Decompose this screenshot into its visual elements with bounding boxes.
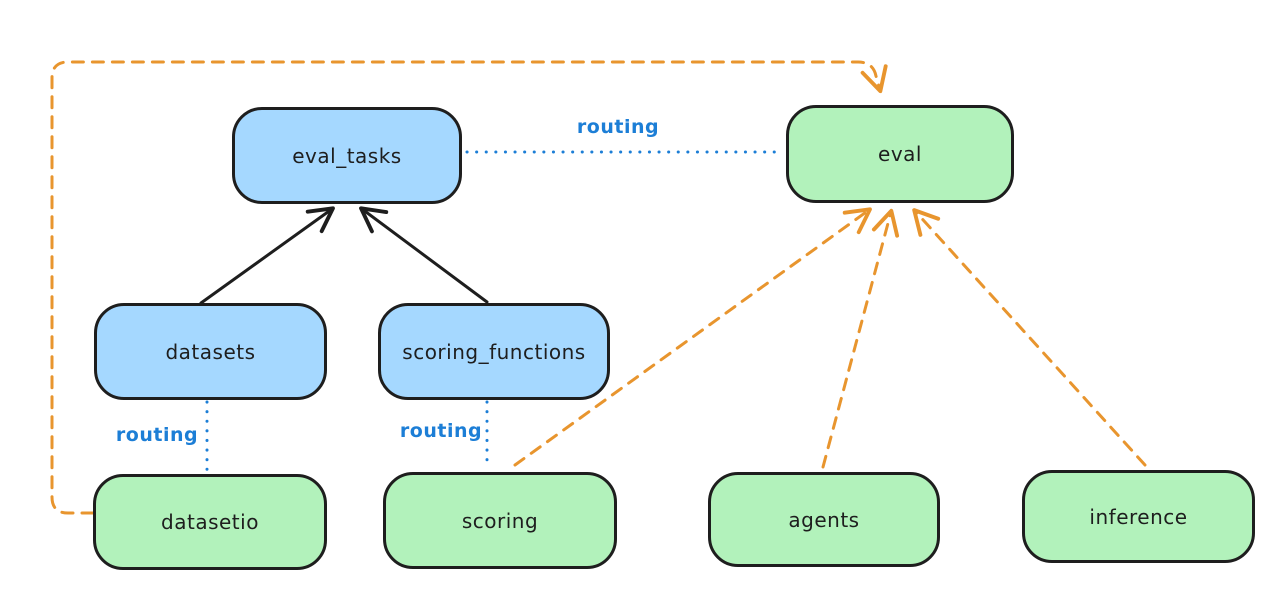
node-eval: eval: [786, 105, 1014, 203]
node-scoring-label: scoring: [461, 508, 539, 533]
node-eval-label: eval: [878, 142, 922, 166]
node-scoring: scoring: [383, 472, 617, 569]
routing-label-eval-tasks-eval: routing: [576, 116, 660, 138]
node-scoring-functions: scoring_functions: [378, 303, 610, 400]
node-inference-label: inference: [1089, 504, 1188, 529]
node-eval-tasks-label: eval_tasks: [292, 143, 402, 168]
node-datasets: datasets: [94, 303, 327, 400]
edge-datasets-to-eval-tasks-arrow: [199, 206, 335, 305]
edge-scoring-to-eval-arrow: [513, 207, 872, 467]
node-datasets-label: datasets: [165, 339, 256, 364]
edge-agents-to-eval-arrow: [821, 208, 900, 469]
routing-label-scoring-functions-scoring: routing: [399, 420, 483, 442]
node-inference: inference: [1022, 470, 1255, 563]
routing-label-datasets-datasetio: routing: [115, 424, 199, 446]
edge-datasetio-to-eval-arrow: [50, 60, 888, 515]
edge-inference-to-eval-arrow: [912, 208, 1147, 467]
node-scoring-functions-label: scoring_functions: [402, 339, 586, 364]
node-datasetio: datasetio: [93, 474, 327, 570]
node-eval-tasks: eval_tasks: [232, 107, 462, 204]
edge-scoring-functions-to-eval-tasks-arrow: [359, 206, 489, 304]
node-agents-label: agents: [788, 507, 860, 532]
node-datasetio-label: datasetio: [161, 510, 259, 534]
node-agents: agents: [708, 472, 940, 567]
